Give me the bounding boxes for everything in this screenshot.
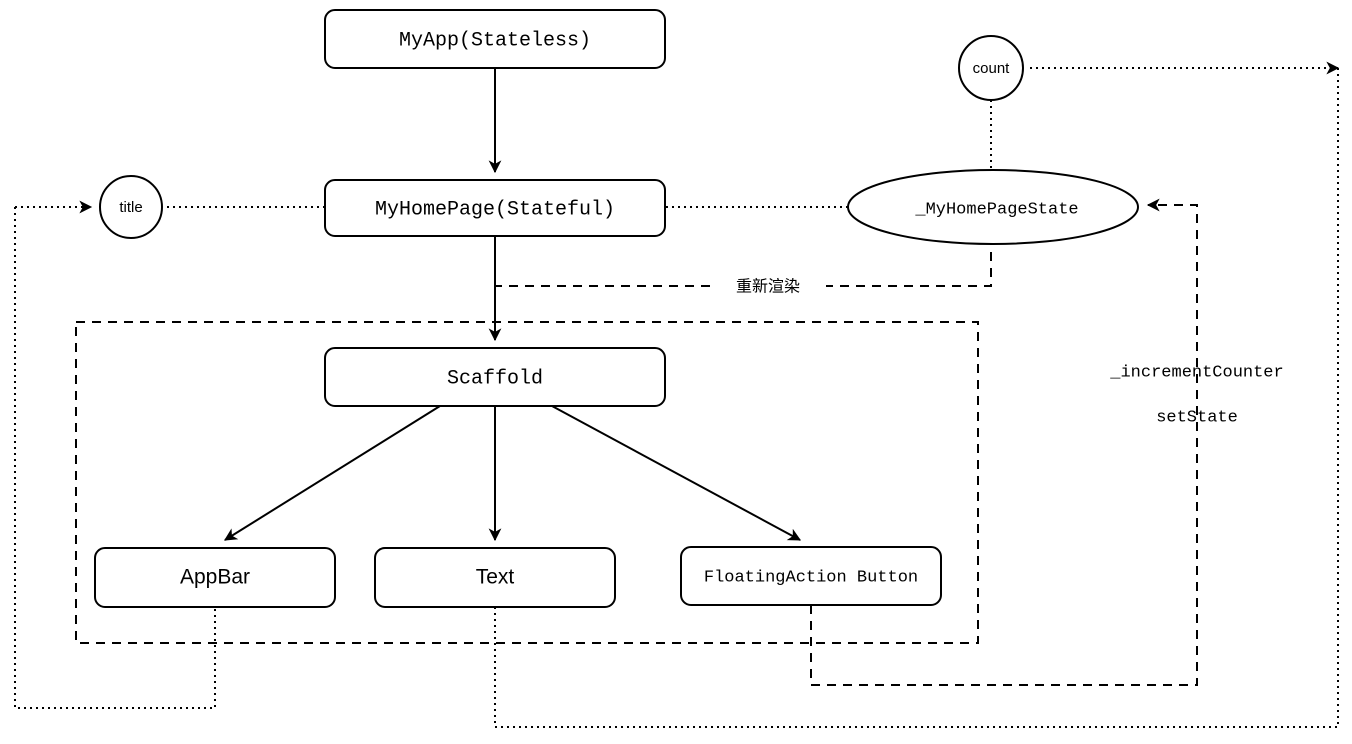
node-title-label: title xyxy=(119,199,142,216)
node-count-shape xyxy=(958,35,1024,101)
node-myapp-shape xyxy=(324,9,666,69)
node-text-shape xyxy=(374,547,616,608)
node-fab-shape xyxy=(680,546,942,606)
edge-scaffold-to-fab xyxy=(551,405,802,541)
widget-subtree-group-box xyxy=(75,321,979,644)
node-appbar-shape xyxy=(94,547,336,608)
node-myhomepage-label: MyHomePage(Stateful) xyxy=(375,198,615,221)
node-text[interactable]: Text xyxy=(374,547,616,608)
node-scaffold[interactable]: Scaffold xyxy=(324,347,666,407)
edge-rerender-right-segment xyxy=(826,236,992,287)
node-appbar[interactable]: AppBar xyxy=(94,547,336,608)
edge-label-rerender-text: 重新渲染 xyxy=(736,277,800,296)
edge-scaffold-to-appbar xyxy=(224,405,441,541)
node-title[interactable]: title xyxy=(99,175,163,239)
node-myhomepagestate[interactable]: _MyHomePageState xyxy=(847,169,1139,245)
node-appbar-label: AppBar xyxy=(180,566,250,589)
node-fab-label: FloatingAction Button xyxy=(704,568,918,587)
edge-label-increment-counter: _incrementCounter xyxy=(1109,363,1283,382)
edge-label-rerender: 重新渲染 xyxy=(710,274,826,298)
node-floating-action-button[interactable]: FloatingAction Button xyxy=(680,546,942,606)
node-myhomepage[interactable]: MyHomePage(Stateful) xyxy=(324,179,666,237)
node-myapp-label: MyApp(Stateless) xyxy=(399,29,591,52)
edge-fab-setstate-to-state xyxy=(810,198,1198,686)
edge-appbar-to-title-return xyxy=(14,207,216,709)
node-myapp[interactable]: MyApp(Stateless) xyxy=(324,9,666,69)
node-scaffold-label: Scaffold xyxy=(447,367,543,390)
node-count-label: count xyxy=(973,60,1011,77)
node-myhomepage-shape xyxy=(324,179,666,237)
node-title-shape xyxy=(99,175,163,239)
node-text-label: Text xyxy=(476,566,515,589)
node-count[interactable]: count xyxy=(958,35,1024,101)
edge-label-set-state: setState xyxy=(1156,408,1238,427)
edge-label-rerender-bg xyxy=(710,274,826,298)
edge-text-to-count-return xyxy=(494,68,1339,728)
node-myhomepagestate-shape xyxy=(847,169,1139,245)
node-myhomepagestate-label: _MyHomePageState xyxy=(914,200,1078,219)
node-scaffold-shape xyxy=(324,347,666,407)
